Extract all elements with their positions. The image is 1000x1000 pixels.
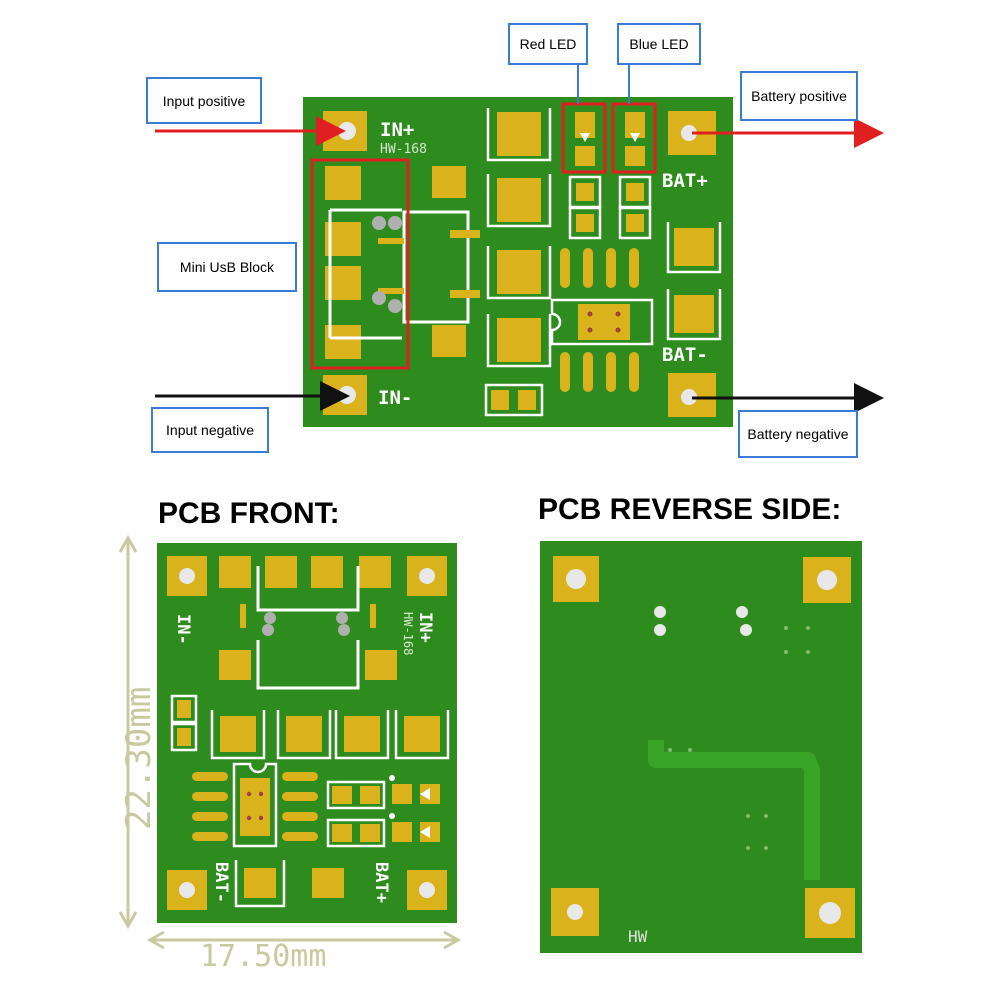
front-label-bat-plus: BAT+ <box>371 862 391 903</box>
front-label-bat-minus: BAT- <box>211 862 231 903</box>
blue-led-highlight <box>611 102 657 174</box>
callout-blue-led: Blue LED <box>617 23 701 65</box>
front-board: IN- IN+ HW-168 BAT- BAT+ <box>157 543 457 923</box>
width-dimension-label: 17.50mm <box>200 939 326 974</box>
usb-block-highlight <box>310 158 410 370</box>
heading-pcb-reverse: PCB REVERSE SIDE: <box>538 493 842 526</box>
callout-mini-usb-block: Mini UsB Block <box>157 242 297 292</box>
callout-battery-negative: Battery negative <box>738 410 858 458</box>
callout-input-negative: Input negative <box>151 407 269 453</box>
heading-pcb-front: PCB FRONT: <box>158 497 340 530</box>
top-label-in-minus: IN- <box>378 387 412 409</box>
top-label-bat-minus: BAT- <box>662 344 708 366</box>
reverse-board: HW <box>540 541 862 953</box>
front-label-model: HW-168 <box>401 612 415 655</box>
top-board: IN+ HW-168 BAT+ BAT- IN- <box>303 97 733 427</box>
top-hole-bat-minus <box>668 373 716 417</box>
top-label-model: HW-168 <box>380 142 427 157</box>
width-dimension: 17.50mm <box>146 930 462 974</box>
front-label-in-plus: IN+ <box>415 612 435 643</box>
callout-input-positive: Input positive <box>146 77 262 124</box>
top-label-in-plus: IN+ <box>380 119 414 141</box>
callout-battery-positive: Battery positive <box>740 71 858 121</box>
top-label-bat-plus: BAT+ <box>662 170 708 192</box>
height-dimension-label: 22.30mm <box>119 687 159 830</box>
front-label-in-minus: IN- <box>173 614 193 645</box>
reverse-mark: HW <box>628 927 648 946</box>
callout-red-led: Red LED <box>508 23 588 65</box>
red-led-highlight <box>561 102 607 174</box>
height-dimension: 22.30mm <box>118 534 159 930</box>
